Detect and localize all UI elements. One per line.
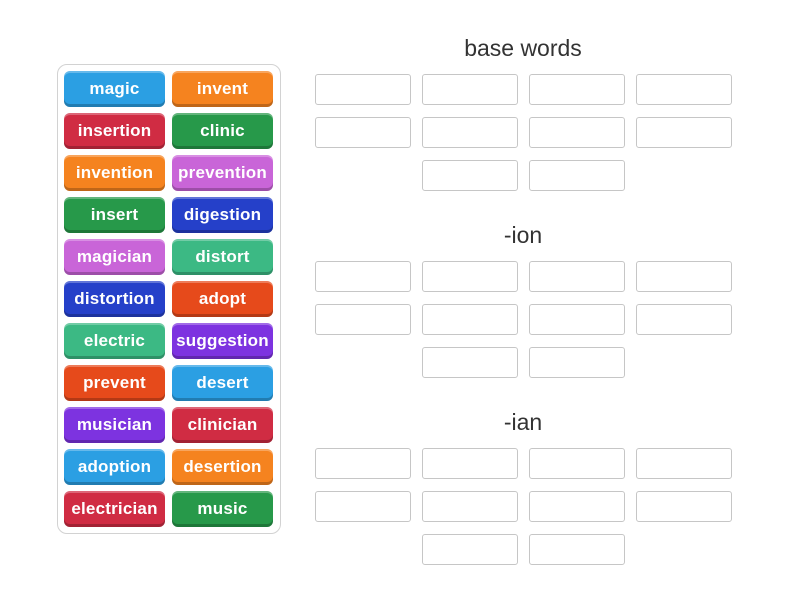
word-tile-suggestion[interactable]: suggestion [172, 323, 273, 359]
drop-slot[interactable] [314, 304, 411, 335]
word-tile-clinic[interactable]: clinic [172, 113, 273, 149]
group-title: -ion [503, 222, 543, 248]
drop-slot[interactable] [635, 448, 732, 479]
word-tile-distortion[interactable]: distortion [64, 281, 165, 317]
word-tile-clinician[interactable]: clinician [172, 407, 273, 443]
word-tile-invent[interactable]: invent [172, 71, 273, 107]
word-tile-musician[interactable]: musician [64, 407, 165, 443]
word-tile-electrician[interactable]: electrician [64, 491, 165, 527]
word-tile-adoption[interactable]: adoption [64, 449, 165, 485]
drop-slot[interactable] [528, 491, 625, 522]
word-tile-digestion[interactable]: digestion [172, 197, 273, 233]
drop-slot[interactable] [528, 448, 625, 479]
group-slots [312, 448, 734, 565]
group-ian: -ian [312, 408, 734, 565]
drop-slot[interactable] [528, 304, 625, 335]
drop-slot[interactable] [314, 491, 411, 522]
group-title: -ian [503, 409, 543, 435]
drop-slot[interactable] [314, 74, 411, 105]
drop-slot[interactable] [421, 347, 518, 378]
drop-slot[interactable] [635, 261, 732, 292]
word-tile-invention[interactable]: invention [64, 155, 165, 191]
drop-slot[interactable] [528, 347, 625, 378]
drop-slot[interactable] [528, 74, 625, 105]
group-slots [312, 74, 734, 191]
drop-slot[interactable] [528, 261, 625, 292]
group-ion: -ion [312, 221, 734, 378]
drop-groups-area: base words -ion -ian [312, 34, 734, 565]
word-tile-prevent[interactable]: prevent [64, 365, 165, 401]
drop-slot[interactable] [421, 261, 518, 292]
word-tile-distort[interactable]: distort [172, 239, 273, 275]
drop-slot[interactable] [421, 74, 518, 105]
drop-slot[interactable] [421, 448, 518, 479]
drop-slot[interactable] [421, 491, 518, 522]
word-tile-insertion[interactable]: insertion [64, 113, 165, 149]
drop-slot[interactable] [528, 534, 625, 565]
drop-slot[interactable] [421, 304, 518, 335]
drop-slot[interactable] [314, 117, 411, 148]
drop-slot[interactable] [635, 304, 732, 335]
word-tile-insert[interactable]: insert [64, 197, 165, 233]
drop-slot[interactable] [314, 448, 411, 479]
group-base-words: base words [312, 34, 734, 191]
drop-slot[interactable] [421, 117, 518, 148]
drop-slot[interactable] [635, 74, 732, 105]
group-slots [312, 261, 734, 378]
group-title: base words [464, 35, 582, 61]
drop-slot[interactable] [421, 160, 518, 191]
drop-slot[interactable] [314, 261, 411, 292]
word-tile-desertion[interactable]: desertion [172, 449, 273, 485]
word-tile-electric[interactable]: electric [64, 323, 165, 359]
word-tile-music[interactable]: music [172, 491, 273, 527]
drop-slot[interactable] [528, 160, 625, 191]
drop-slot[interactable] [421, 534, 518, 565]
word-tile-magician[interactable]: magician [64, 239, 165, 275]
drop-slot[interactable] [635, 117, 732, 148]
drop-slot[interactable] [528, 117, 625, 148]
word-tile-desert[interactable]: desert [172, 365, 273, 401]
word-tile-prevention[interactable]: prevention [172, 155, 273, 191]
word-tile-magic[interactable]: magic [64, 71, 165, 107]
word-tile-adopt[interactable]: adopt [172, 281, 273, 317]
drop-slot[interactable] [635, 491, 732, 522]
